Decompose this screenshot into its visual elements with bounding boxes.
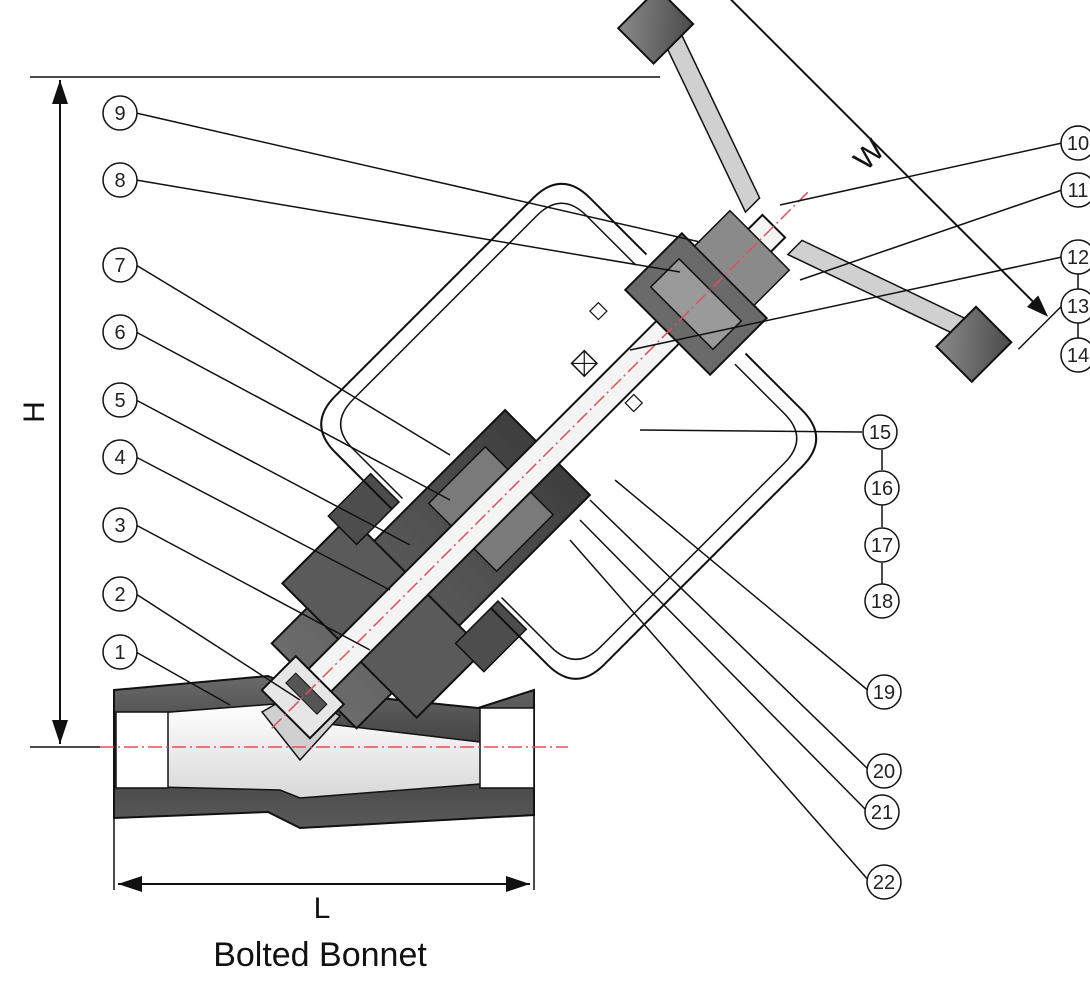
handwheel: [616, 0, 1013, 384]
callout-2: 2: [102, 576, 138, 612]
svg-text:10: 10: [1067, 133, 1089, 155]
callout-21: 21: [864, 794, 900, 830]
callout-19: 19: [866, 674, 902, 710]
callout-5: 5: [102, 382, 138, 418]
inlet-socket: [115, 711, 169, 789]
svg-text:2: 2: [114, 584, 125, 606]
callout-20: 20: [866, 753, 902, 789]
svg-text:15: 15: [869, 422, 891, 444]
callout-14: 14: [1060, 337, 1090, 373]
svg-text:17: 17: [871, 535, 893, 557]
callout-7: 7: [102, 247, 138, 283]
svg-text:21: 21: [871, 802, 893, 824]
callout-13: 13: [1060, 288, 1090, 324]
yoke: [320, 182, 818, 680]
svg-text:4: 4: [114, 447, 125, 469]
svg-text:13: 13: [1067, 296, 1089, 318]
svg-text:7: 7: [114, 255, 125, 277]
callout-10: 10: [1060, 125, 1090, 161]
svg-text:6: 6: [114, 322, 125, 344]
svg-text:8: 8: [114, 170, 125, 192]
svg-text:9: 9: [114, 103, 125, 125]
callout-17: 17: [864, 527, 900, 563]
width-dimension: [684, 0, 1065, 350]
svg-text:3: 3: [114, 515, 125, 537]
svg-text:11: 11: [1068, 180, 1089, 202]
callout-18: 18: [864, 583, 900, 619]
svg-text:18: 18: [871, 591, 893, 613]
length-label: L: [314, 892, 331, 925]
callout-15: 15: [862, 414, 898, 450]
svg-text:22: 22: [873, 872, 895, 894]
svg-text:14: 14: [1067, 345, 1089, 367]
width-label: W: [848, 133, 892, 177]
callout-4: 4: [102, 439, 138, 475]
drawing-caption: Bolted Bonnet: [213, 936, 427, 974]
callout-1: 1: [102, 634, 138, 670]
callout-16: 16: [864, 470, 900, 506]
svg-text:1: 1: [114, 642, 125, 664]
bonnet-assembly: [260, 0, 1065, 740]
callout-11: 11: [1060, 172, 1090, 208]
callout-3: 3: [102, 507, 138, 543]
height-label: H: [18, 401, 51, 423]
svg-text:16: 16: [871, 478, 893, 500]
svg-text:20: 20: [873, 761, 895, 783]
callout-9: 9: [102, 95, 138, 131]
height-dimension: [30, 76, 660, 748]
callout-6: 6: [102, 314, 138, 350]
callout-12: 12: [1060, 239, 1090, 275]
svg-text:19: 19: [873, 682, 895, 704]
svg-text:12: 12: [1067, 247, 1089, 269]
callout-22: 22: [866, 864, 902, 900]
svg-text:5: 5: [114, 390, 125, 412]
gland-bolt-marks: [570, 301, 644, 413]
length-dimension: [113, 815, 535, 892]
callout-8: 8: [102, 162, 138, 198]
outlet-socket: [479, 707, 535, 789]
leader-lines: [135, 112, 1079, 883]
callout-bubbles: 1 2 3 4 5 6 7 8 9 10 11 12 13 14 15 16 1…: [102, 95, 1090, 900]
